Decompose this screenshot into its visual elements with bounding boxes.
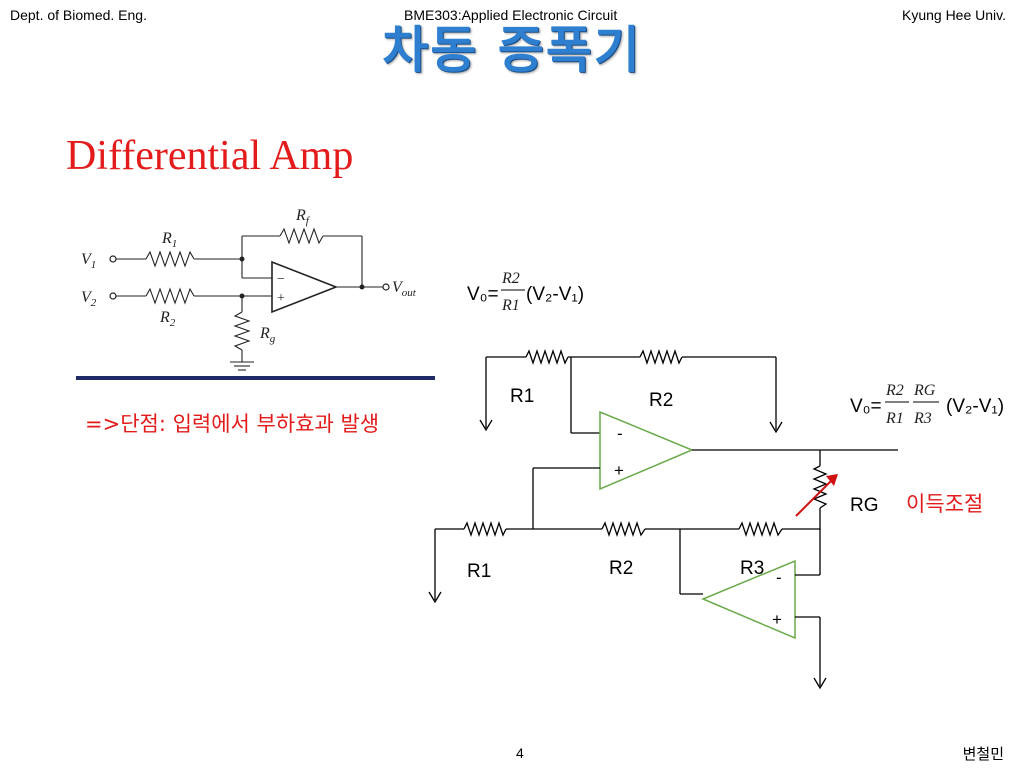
fig-plus: + <box>277 291 285 306</box>
fig-rg-resistor <box>233 311 251 351</box>
gain-adjust-note: 이득조절 <box>906 492 984 516</box>
opamp-lower-plus: + <box>772 610 782 629</box>
rg-resistor <box>812 465 828 509</box>
opamp-upper-minus: - <box>617 424 623 443</box>
fig-vout-label: Vout <box>392 279 417 299</box>
rg-label: RG <box>850 495 879 516</box>
formula1-lhs: V₀= <box>467 284 499 305</box>
r2-top-resistor <box>639 348 683 366</box>
opamp-lower-minus: - <box>776 568 782 587</box>
r1-bottom-resistor <box>463 520 507 538</box>
drawback-note: =>단점: 입력에서 부하효과 발생 <box>85 412 380 436</box>
header-dept: Dept. of Biomed. Eng. <box>10 7 147 23</box>
fig-r1-resistor <box>145 250 195 268</box>
fig-minus: − <box>277 272 285 287</box>
formula1-num: R2 <box>501 270 520 287</box>
r2-top-label: R2 <box>649 390 673 411</box>
fig-r1-label: R1 <box>161 230 177 250</box>
opamp-upper <box>599 410 694 491</box>
fig-r2-label: R2 <box>159 309 176 329</box>
slide-title: 차동 증폭기 <box>382 21 642 79</box>
fig-r2-resistor <box>145 287 195 305</box>
rg-adjust-arrow <box>795 475 837 517</box>
header-university: Kyung Hee Univ. <box>901 7 1006 23</box>
page-number: 4 <box>516 745 524 761</box>
r3-resistor <box>738 520 783 538</box>
r1-top-resistor <box>525 348 569 366</box>
author-name: 변철민 <box>962 745 1004 763</box>
formula2-num1: R2 <box>885 382 904 399</box>
formula2-rhs: (V₂-V₁) <box>946 396 1004 417</box>
opamp-lower <box>701 559 796 640</box>
r1-top-label: R1 <box>510 386 534 407</box>
formula2-num2: RG <box>913 382 936 399</box>
header-course: BME303:Applied Electronic Circuit <box>404 7 618 23</box>
fig-rf-resistor <box>279 227 324 245</box>
formula2-den1: R1 <box>885 410 904 427</box>
slide-subtitle: Differential Amp <box>66 133 354 179</box>
fig-rg-label: Rg <box>259 325 276 345</box>
fig-v1-label: V1 <box>81 251 96 271</box>
r3-label: R3 <box>740 558 764 579</box>
r1-bottom-label: R1 <box>467 561 491 582</box>
formula2-lhs: V₀= <box>850 396 882 417</box>
fig-v2-label: V2 <box>81 289 97 309</box>
formula2-den2: R3 <box>913 410 932 427</box>
formula1-den: R1 <box>501 297 520 314</box>
r2-bottom-label: R2 <box>609 558 633 579</box>
fig-opamp <box>271 260 339 314</box>
fig-rf-label: Rf <box>295 207 311 227</box>
formula1-rhs: (V₂-V₁) <box>526 284 584 305</box>
r2-bottom-resistor <box>601 520 646 538</box>
opamp-upper-plus: + <box>614 461 624 480</box>
